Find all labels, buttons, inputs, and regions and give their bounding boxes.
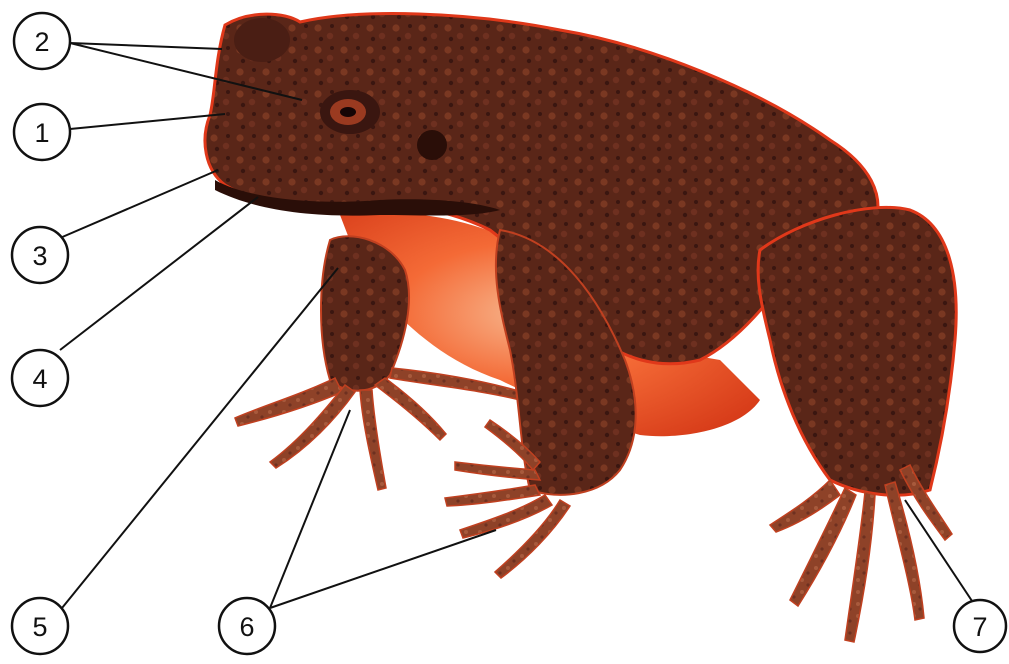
callout-7: 7: [954, 600, 1006, 652]
toad-tympanum: [417, 130, 447, 160]
callout-7-label: 7: [972, 612, 987, 642]
toad-illustration: [205, 14, 956, 642]
toad-front-leg-left: [321, 236, 409, 390]
leader-line-1: [70, 114, 225, 129]
leader-line-4: [60, 197, 258, 350]
toad-eye: [320, 90, 380, 134]
leader-line-3: [60, 170, 218, 238]
leader-line-6b: [270, 530, 496, 608]
leader-line-5: [62, 268, 338, 608]
callout-3: 3: [12, 227, 68, 283]
callout-1: 1: [14, 104, 70, 160]
toad-hind-leg: [758, 207, 956, 495]
callout-4-label: 4: [32, 364, 47, 394]
callout-4: 4: [12, 350, 68, 406]
callout-1-label: 1: [34, 118, 49, 148]
toad-nostril: [234, 18, 290, 62]
callout-3-label: 3: [32, 241, 47, 271]
callout-6: 6: [219, 598, 275, 654]
callout-2-label: 2: [34, 27, 49, 57]
callout-6-label: 6: [239, 612, 254, 642]
callout-5-label: 5: [32, 612, 47, 642]
callout-2: 2: [14, 13, 70, 69]
callout-5: 5: [12, 598, 68, 654]
